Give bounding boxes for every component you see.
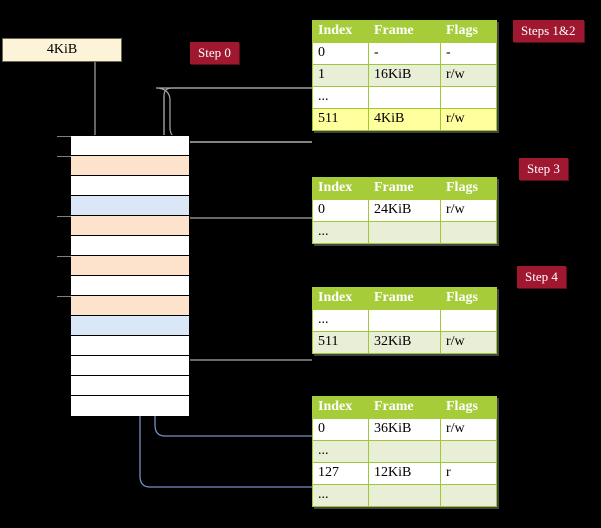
memory-frame-row [57, 296, 189, 316]
physical-memory-column [57, 135, 190, 416]
table-row: ... [312, 484, 497, 507]
cell-index: ... [312, 484, 369, 507]
cell-flags: r/w [440, 331, 497, 354]
memory-frame-tick [57, 296, 71, 297]
column-header-index: Index [312, 396, 369, 419]
cell-flags [440, 309, 497, 332]
cell-index: 511 [312, 331, 369, 354]
cell-frame: 4KiB [368, 108, 441, 131]
memory-frame-row [71, 196, 189, 216]
cell-flags: r/w [440, 108, 497, 131]
memory-frame-tick [57, 256, 71, 257]
column-header-frame: Frame [368, 287, 441, 310]
memory-frame-tick [57, 156, 71, 157]
memory-frame-row [71, 356, 189, 376]
cell-index: ... [312, 86, 369, 109]
memory-frame-row [71, 236, 189, 256]
cell-frame [368, 484, 441, 507]
cell-frame: 24KiB [368, 199, 441, 222]
cell-frame: 36KiB [368, 418, 441, 441]
column-header-flags: Flags [440, 177, 497, 200]
badge-steps-1-2: Steps 1&2 [513, 20, 584, 42]
cell-flags [440, 221, 497, 244]
cell-frame: 16KiB [368, 64, 441, 87]
memory-frame-row [71, 376, 189, 396]
cell-index: 0 [312, 42, 369, 65]
cell-flags: - [440, 42, 497, 65]
memory-frame-row [71, 396, 189, 416]
cell-flags: r/w [440, 64, 497, 87]
cell-frame [368, 309, 441, 332]
cell-flags: r/w [440, 199, 497, 222]
column-header-flags: Flags [440, 287, 497, 310]
memory-frame-row [71, 316, 189, 336]
column-header-index: Index [312, 20, 369, 43]
column-header-flags: Flags [440, 20, 497, 43]
cell-frame [368, 86, 441, 109]
virtual-page-box: 4KiB [2, 38, 122, 62]
cell-flags [440, 484, 497, 507]
cell-index: 1 [312, 64, 369, 87]
column-header-index: Index [312, 287, 369, 310]
memory-frame-row [57, 256, 189, 276]
cell-frame [368, 440, 441, 463]
cell-index: ... [312, 221, 369, 244]
table-row: ... [312, 440, 497, 463]
cell-flags: r [440, 462, 497, 485]
cell-index: 511 [312, 108, 369, 131]
column-header-frame: Frame [368, 20, 441, 43]
table-row: 0-- [312, 42, 497, 65]
cell-index: 0 [312, 199, 369, 222]
cell-index: ... [312, 440, 369, 463]
cell-frame: 32KiB [368, 331, 441, 354]
cell-flags: r/w [440, 418, 497, 441]
cell-index: 0 [312, 418, 369, 441]
memory-frame-row [71, 336, 189, 356]
memory-frame-row [71, 176, 189, 196]
badge-step-3: Step 3 [519, 158, 568, 180]
table-row: ... [312, 221, 497, 244]
column-header-flags: Flags [440, 396, 497, 419]
cell-index: 127 [312, 462, 369, 485]
memory-frame-row [71, 276, 189, 296]
column-header-index: Index [312, 177, 369, 200]
column-header-frame: Frame [368, 177, 441, 200]
cell-frame: - [368, 42, 441, 65]
memory-frame-row [57, 216, 189, 236]
badge-step-4: Step 4 [517, 266, 566, 288]
memory-frame-tick [57, 136, 71, 137]
memory-frame-row [57, 136, 189, 156]
table-row: ... [312, 309, 497, 332]
badge-step-0: Step 0 [190, 42, 239, 64]
cell-flags [440, 86, 497, 109]
virtual-page-label: 4KiB [46, 42, 78, 57]
cell-frame [368, 221, 441, 244]
column-header-frame: Frame [368, 396, 441, 419]
memory-frame-tick [57, 216, 71, 217]
cell-flags [440, 440, 497, 463]
table-row: ... [312, 86, 497, 109]
memory-frame-row [57, 156, 189, 176]
cell-index: ... [312, 309, 369, 332]
cell-frame: 12KiB [368, 462, 441, 485]
